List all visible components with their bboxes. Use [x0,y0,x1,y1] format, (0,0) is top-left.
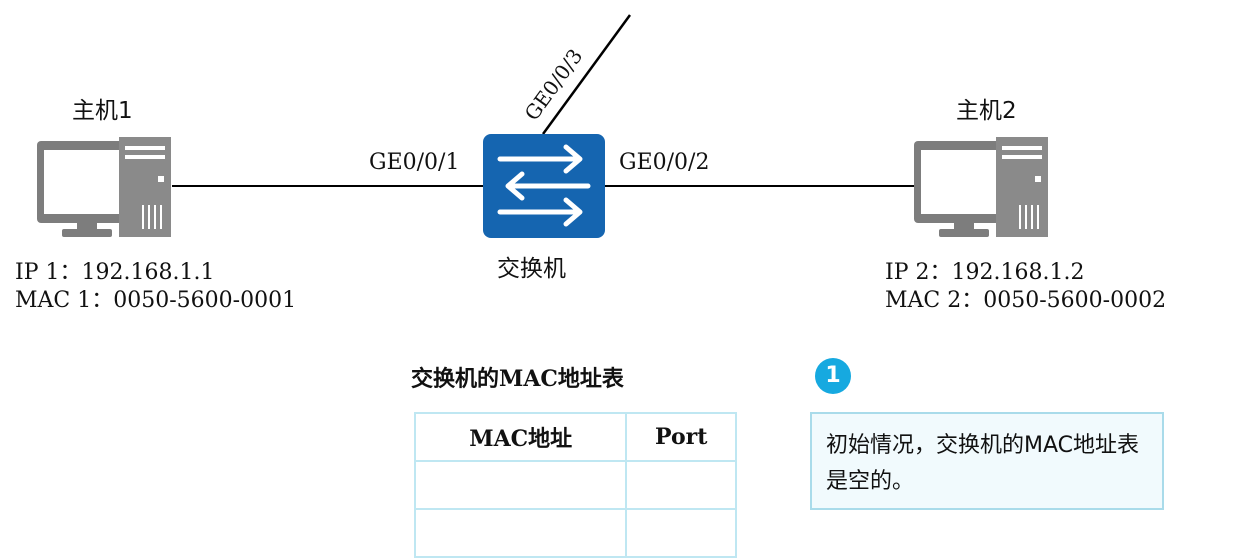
port-label-right: GE0/0/2 [619,150,710,175]
mac-table-title: 交换机的MAC地址表 [411,366,624,392]
mac-table-header-port: Port [625,412,737,462]
note-box: 初始情况，交换机的MAC地址表是空的。 [810,412,1164,510]
switch-name: 交换机 [497,256,566,282]
table-row [413,460,737,510]
host1-computer-icon [37,137,171,237]
port-label-uplink: GE0/0/3 [520,44,588,125]
mac-table-header-mac: MAC地址 [413,412,628,462]
port-label-left: GE0/0/1 [369,150,460,175]
table-cell [625,460,737,510]
host2-mac: MAC 2：0050-5600-0002 [885,288,1167,313]
host1-mac: MAC 1：0050-5600-0001 [15,288,297,313]
step-badge: 1 [815,358,851,394]
host2-name: 主机2 [956,98,1017,124]
mac-address-table: MAC地址 Port [413,412,737,558]
link-switch-uplink [541,14,632,135]
host2-computer-icon [914,137,1048,237]
table-cell [625,508,737,558]
note-text: 初始情况，交换机的MAC地址表是空的。 [826,433,1140,494]
table-row [413,508,737,558]
host1-ip: IP 1：192.168.1.1 [15,260,215,285]
table-cell [413,508,628,558]
table-cell [413,460,628,510]
switch-icon [483,134,605,238]
host2-ip: IP 2：192.168.1.2 [885,260,1085,285]
host1-name: 主机1 [72,98,133,124]
